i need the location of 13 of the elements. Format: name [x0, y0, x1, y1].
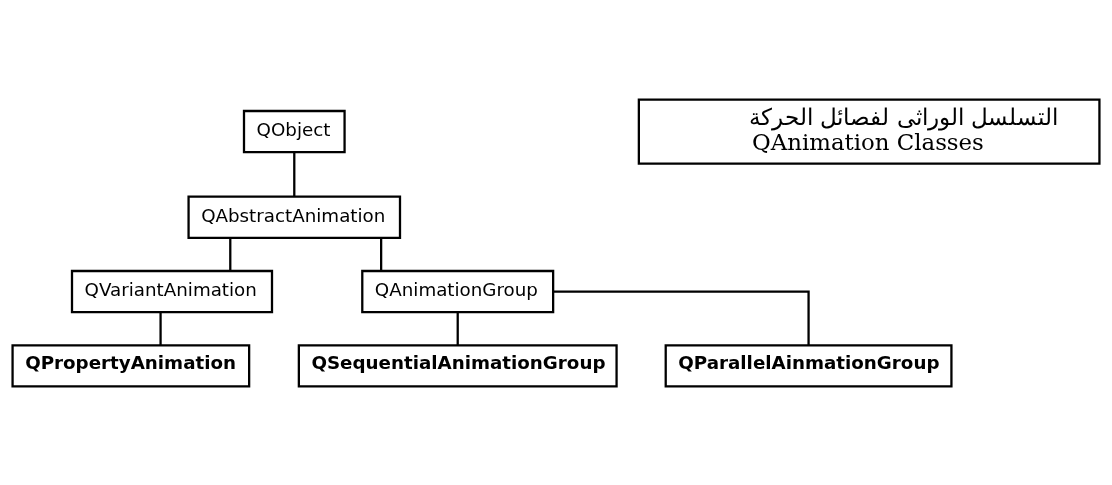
- connector: [553, 289, 810, 345]
- node-box: QAnimationGroup: [361, 269, 555, 313]
- connector: [380, 237, 383, 271]
- node-box: QSequentialAnimationGroup: [297, 343, 618, 388]
- connector: [456, 311, 459, 345]
- node-box: QAbstractAnimation: [187, 195, 402, 239]
- connector: [159, 311, 162, 345]
- node-box: QVariantAnimation: [70, 269, 274, 313]
- node-box: QPropertyAnimation: [11, 343, 251, 388]
- node-box: QParallelAinmationGroup: [664, 343, 953, 388]
- node-box: QObject: [242, 109, 346, 153]
- connector: [229, 237, 232, 271]
- connector: [293, 151, 296, 196]
